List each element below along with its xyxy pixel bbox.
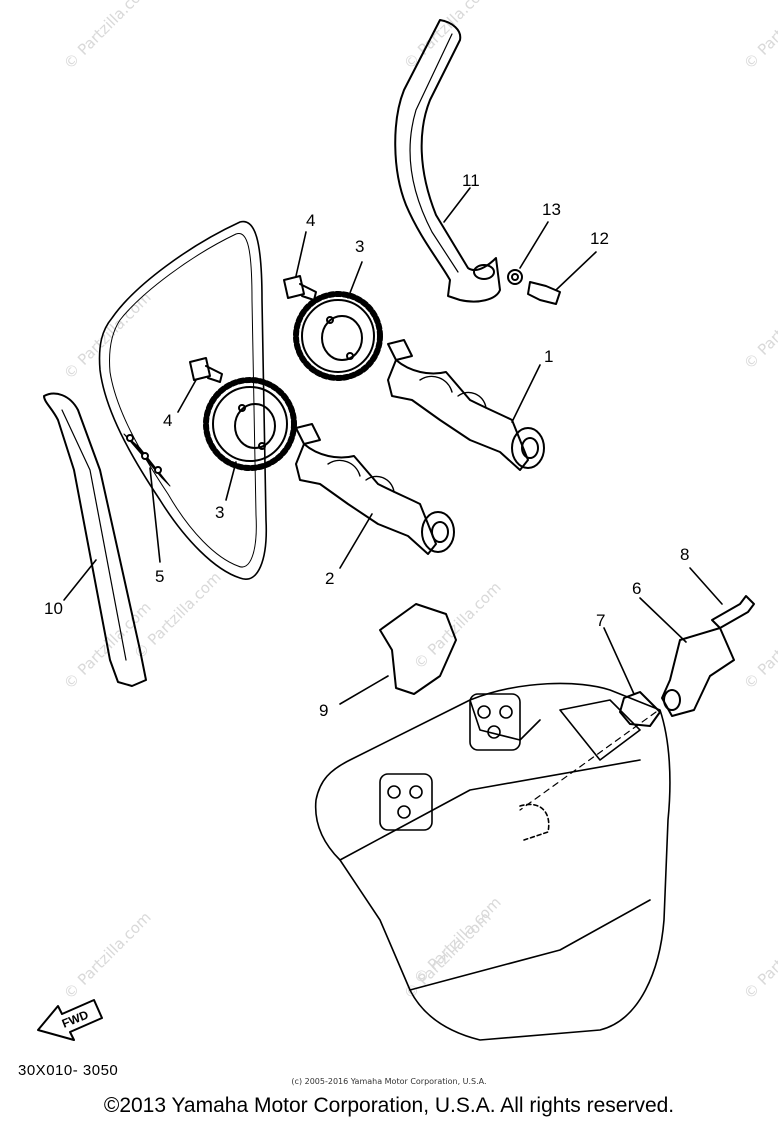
watermark: © Partzilla.com (60, 908, 155, 1003)
callout-9: 9 (319, 701, 328, 720)
callout-4-upper: 4 (306, 211, 315, 230)
tensioner-bolt (711, 595, 755, 629)
cam-sprocket-upper (293, 291, 383, 381)
watermark: © Partzilla.com (740, 0, 778, 73)
leader-lines (63, 187, 723, 705)
sprocket-bolt-lower (189, 357, 223, 383)
callout-3-lower: 3 (215, 503, 224, 522)
watermark: © Partzilla.com (400, 0, 495, 73)
fwd-arrow (37, 999, 103, 1041)
guide-bracket (379, 603, 457, 695)
tensioner-gasket (619, 691, 661, 727)
fwd-label: FWD (60, 1007, 91, 1030)
watermark: © Partzilla.com (410, 893, 505, 988)
callout-1: 1 (544, 347, 553, 366)
callout-7: 7 (596, 611, 605, 630)
cam-chain-link (123, 433, 171, 487)
watermark: © Partzilla.com (60, 0, 155, 73)
camshaft-exhaust (295, 423, 455, 555)
chain-guide-top (394, 19, 501, 303)
cam-chain-loop (98, 220, 268, 580)
tensioner-install-line (519, 711, 657, 811)
callout-12: 12 (590, 229, 609, 248)
cam-sprocket-lower (203, 377, 297, 471)
chain-guide-left-edge (61, 409, 127, 661)
chain-guide-left (43, 392, 147, 687)
callout-6: 6 (632, 579, 641, 598)
callout-3-upper: 3 (355, 237, 364, 256)
watermark: © Partzilla.com (60, 288, 155, 383)
chain-tensioner (661, 627, 735, 717)
watermark: © Partzilla.com (740, 278, 778, 373)
callout-11: 11 (462, 171, 480, 190)
callout-10: 10 (44, 599, 63, 618)
callout-2: 2 (325, 569, 334, 588)
guide-bolt (527, 281, 561, 305)
watermarks: © Partzilla.com © Partzilla.com © Partzi… (60, 0, 778, 1003)
copyright-notice: ©2013 Yamaha Motor Corporation, U.S.A. A… (103, 1094, 675, 1117)
diagram-code: 30X010- 3050 (18, 1062, 119, 1079)
callout-numbers: 1 2 3 3 4 4 5 6 7 8 9 10 11 12 13 (44, 171, 689, 720)
watermark: © Partzilla.com (410, 578, 505, 673)
sprocket-bolt-upper (283, 275, 317, 301)
chain-guide-top-mount (473, 264, 495, 280)
small-copyright: (c) 2005-2016 Yamaha Motor Corporation, … (291, 1077, 487, 1086)
callout-4-lower: 4 (163, 411, 172, 430)
callout-8: 8 (680, 545, 689, 564)
cam-chain-inner (109, 233, 257, 568)
chain-guide-top-edge (409, 33, 459, 273)
watermark: © Partzilla.com (740, 908, 778, 1003)
cylinder-head (314, 682, 671, 1041)
callout-13: 13 (542, 200, 561, 219)
washer (507, 269, 523, 285)
callout-5: 5 (155, 567, 164, 586)
camshaft-intake (387, 339, 545, 471)
